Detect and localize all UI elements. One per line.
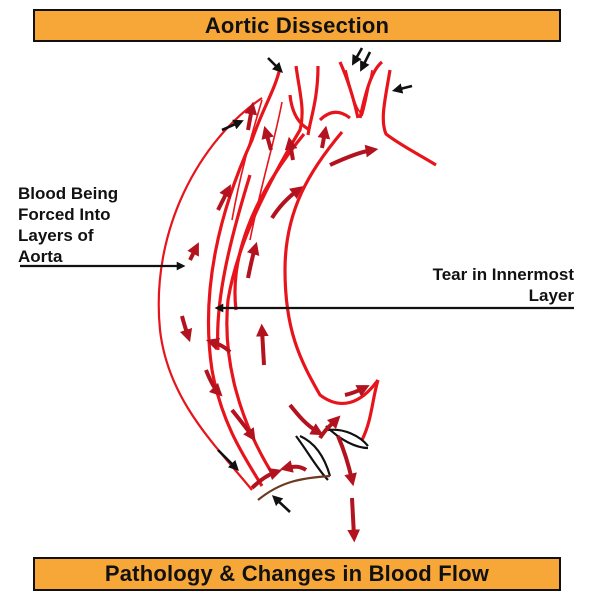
title-banner: Aortic Dissection <box>33 9 561 42</box>
label-tear-innermost: Tear in Innermost Layer <box>374 264 574 306</box>
flow-arrow <box>255 323 269 366</box>
flow-arrow <box>246 241 260 279</box>
flow-arrow <box>318 415 341 440</box>
label-line: Blood Being <box>18 184 119 203</box>
flow-arrow <box>250 467 283 490</box>
label-line: Tear in Innermost <box>432 265 574 284</box>
pressure-arrow <box>271 495 291 513</box>
flow-arrow <box>187 242 199 261</box>
flow-arrow <box>284 136 298 161</box>
flow-arrow <box>279 460 308 473</box>
label-line: Forced Into <box>18 205 111 224</box>
title-text: Aortic Dissection <box>204 12 390 38</box>
flow-arrow <box>261 125 274 151</box>
flow-arrow <box>336 435 357 487</box>
flow-arrow <box>270 186 304 220</box>
pressure-arrow <box>267 57 283 73</box>
label-leaders <box>20 261 574 313</box>
flow-arrow <box>288 403 324 436</box>
flow-arrow <box>344 385 370 397</box>
flow-arrow <box>230 408 256 442</box>
footer-banner: Pathology & Changes in Blood Flow <box>33 557 561 591</box>
valve-cusps <box>257 425 369 501</box>
label-blood-forced: Blood Being Forced Into Layers of Aorta <box>18 183 168 267</box>
label-line: Layer <box>528 286 574 305</box>
pressure-arrow <box>360 51 372 72</box>
pressure-arrow <box>391 83 413 94</box>
flow-arrow <box>329 144 379 167</box>
pressure-arrow <box>351 47 364 66</box>
footer-text: Pathology & Changes in Blood Flow <box>104 561 490 586</box>
aorta-outer-wall <box>157 97 263 491</box>
intima-lines <box>231 69 373 241</box>
flow-arrow <box>179 315 193 343</box>
pressure-arrow <box>217 449 239 471</box>
flow-arrow <box>347 497 361 543</box>
flow-arrow <box>317 125 331 149</box>
flow-arrows <box>179 101 379 543</box>
flow-arrow <box>244 101 258 131</box>
pressure-arrow <box>221 119 244 132</box>
label-line: Aorta <box>18 247 63 266</box>
flow-arrow <box>205 337 232 354</box>
label-line: Layers of <box>18 226 94 245</box>
flow-arrow <box>204 369 223 397</box>
pressure-arrows <box>217 47 413 513</box>
flow-arrow <box>216 184 231 211</box>
